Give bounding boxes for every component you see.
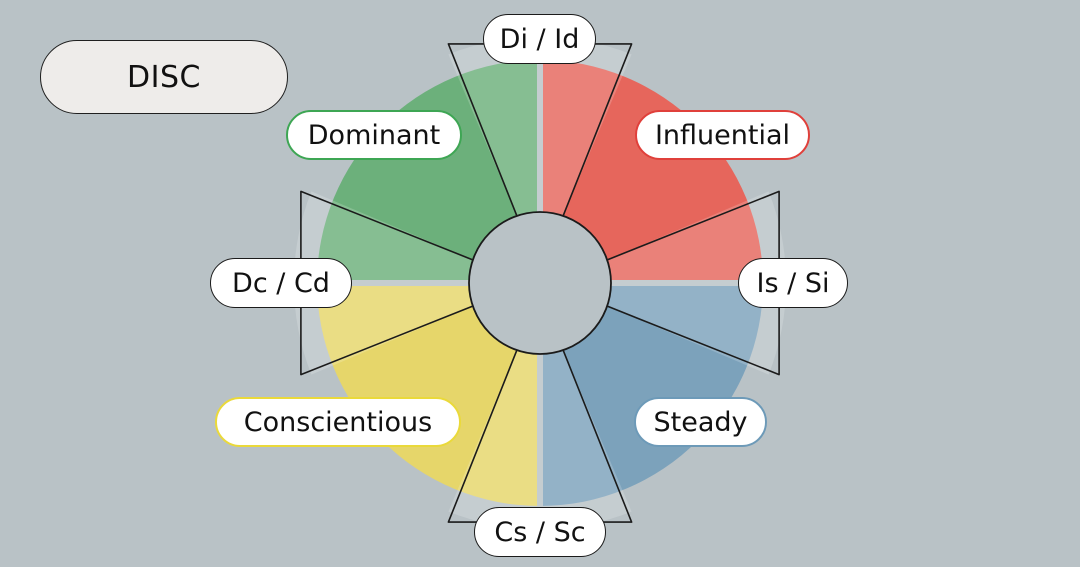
conscientious-label: Conscientious [215, 397, 461, 447]
title-badge: DISC [40, 40, 288, 114]
is-si-label-text: Is / Si [756, 267, 830, 299]
dc-cd-label: Dc / Cd [210, 258, 352, 308]
conscientious-label-text: Conscientious [243, 406, 433, 438]
cs-sc-label-text: Cs / Sc [494, 516, 586, 548]
influential-quadrant [540, 60, 763, 283]
dominant-label: Dominant [286, 110, 462, 160]
is-si-label: Is / Si [738, 258, 848, 308]
influential-label: Influential [635, 110, 810, 160]
dc-cd-label-text: Dc / Cd [232, 267, 330, 299]
dominant-label-text: Dominant [307, 119, 441, 151]
cs-sc-wedge-fill [448, 350, 632, 530]
steady-quadrant [540, 283, 763, 506]
steady-label-text: Steady [653, 406, 748, 438]
di-id-wedge-fill [448, 36, 632, 216]
influential-label-text: Influential [654, 119, 791, 151]
title-text: DISC [127, 59, 201, 95]
steady-label: Steady [634, 397, 767, 447]
di-id-label: Di / Id [483, 14, 596, 64]
di-id-label-text: Di / Id [499, 23, 580, 55]
conscientious-quadrant [317, 283, 540, 506]
is-si-wedge-fill [607, 191, 787, 375]
dominant-quadrant [317, 60, 540, 283]
dc-cd-wedge-fill [293, 191, 473, 375]
center-circle [468, 211, 612, 355]
cs-sc-label: Cs / Sc [474, 507, 606, 557]
